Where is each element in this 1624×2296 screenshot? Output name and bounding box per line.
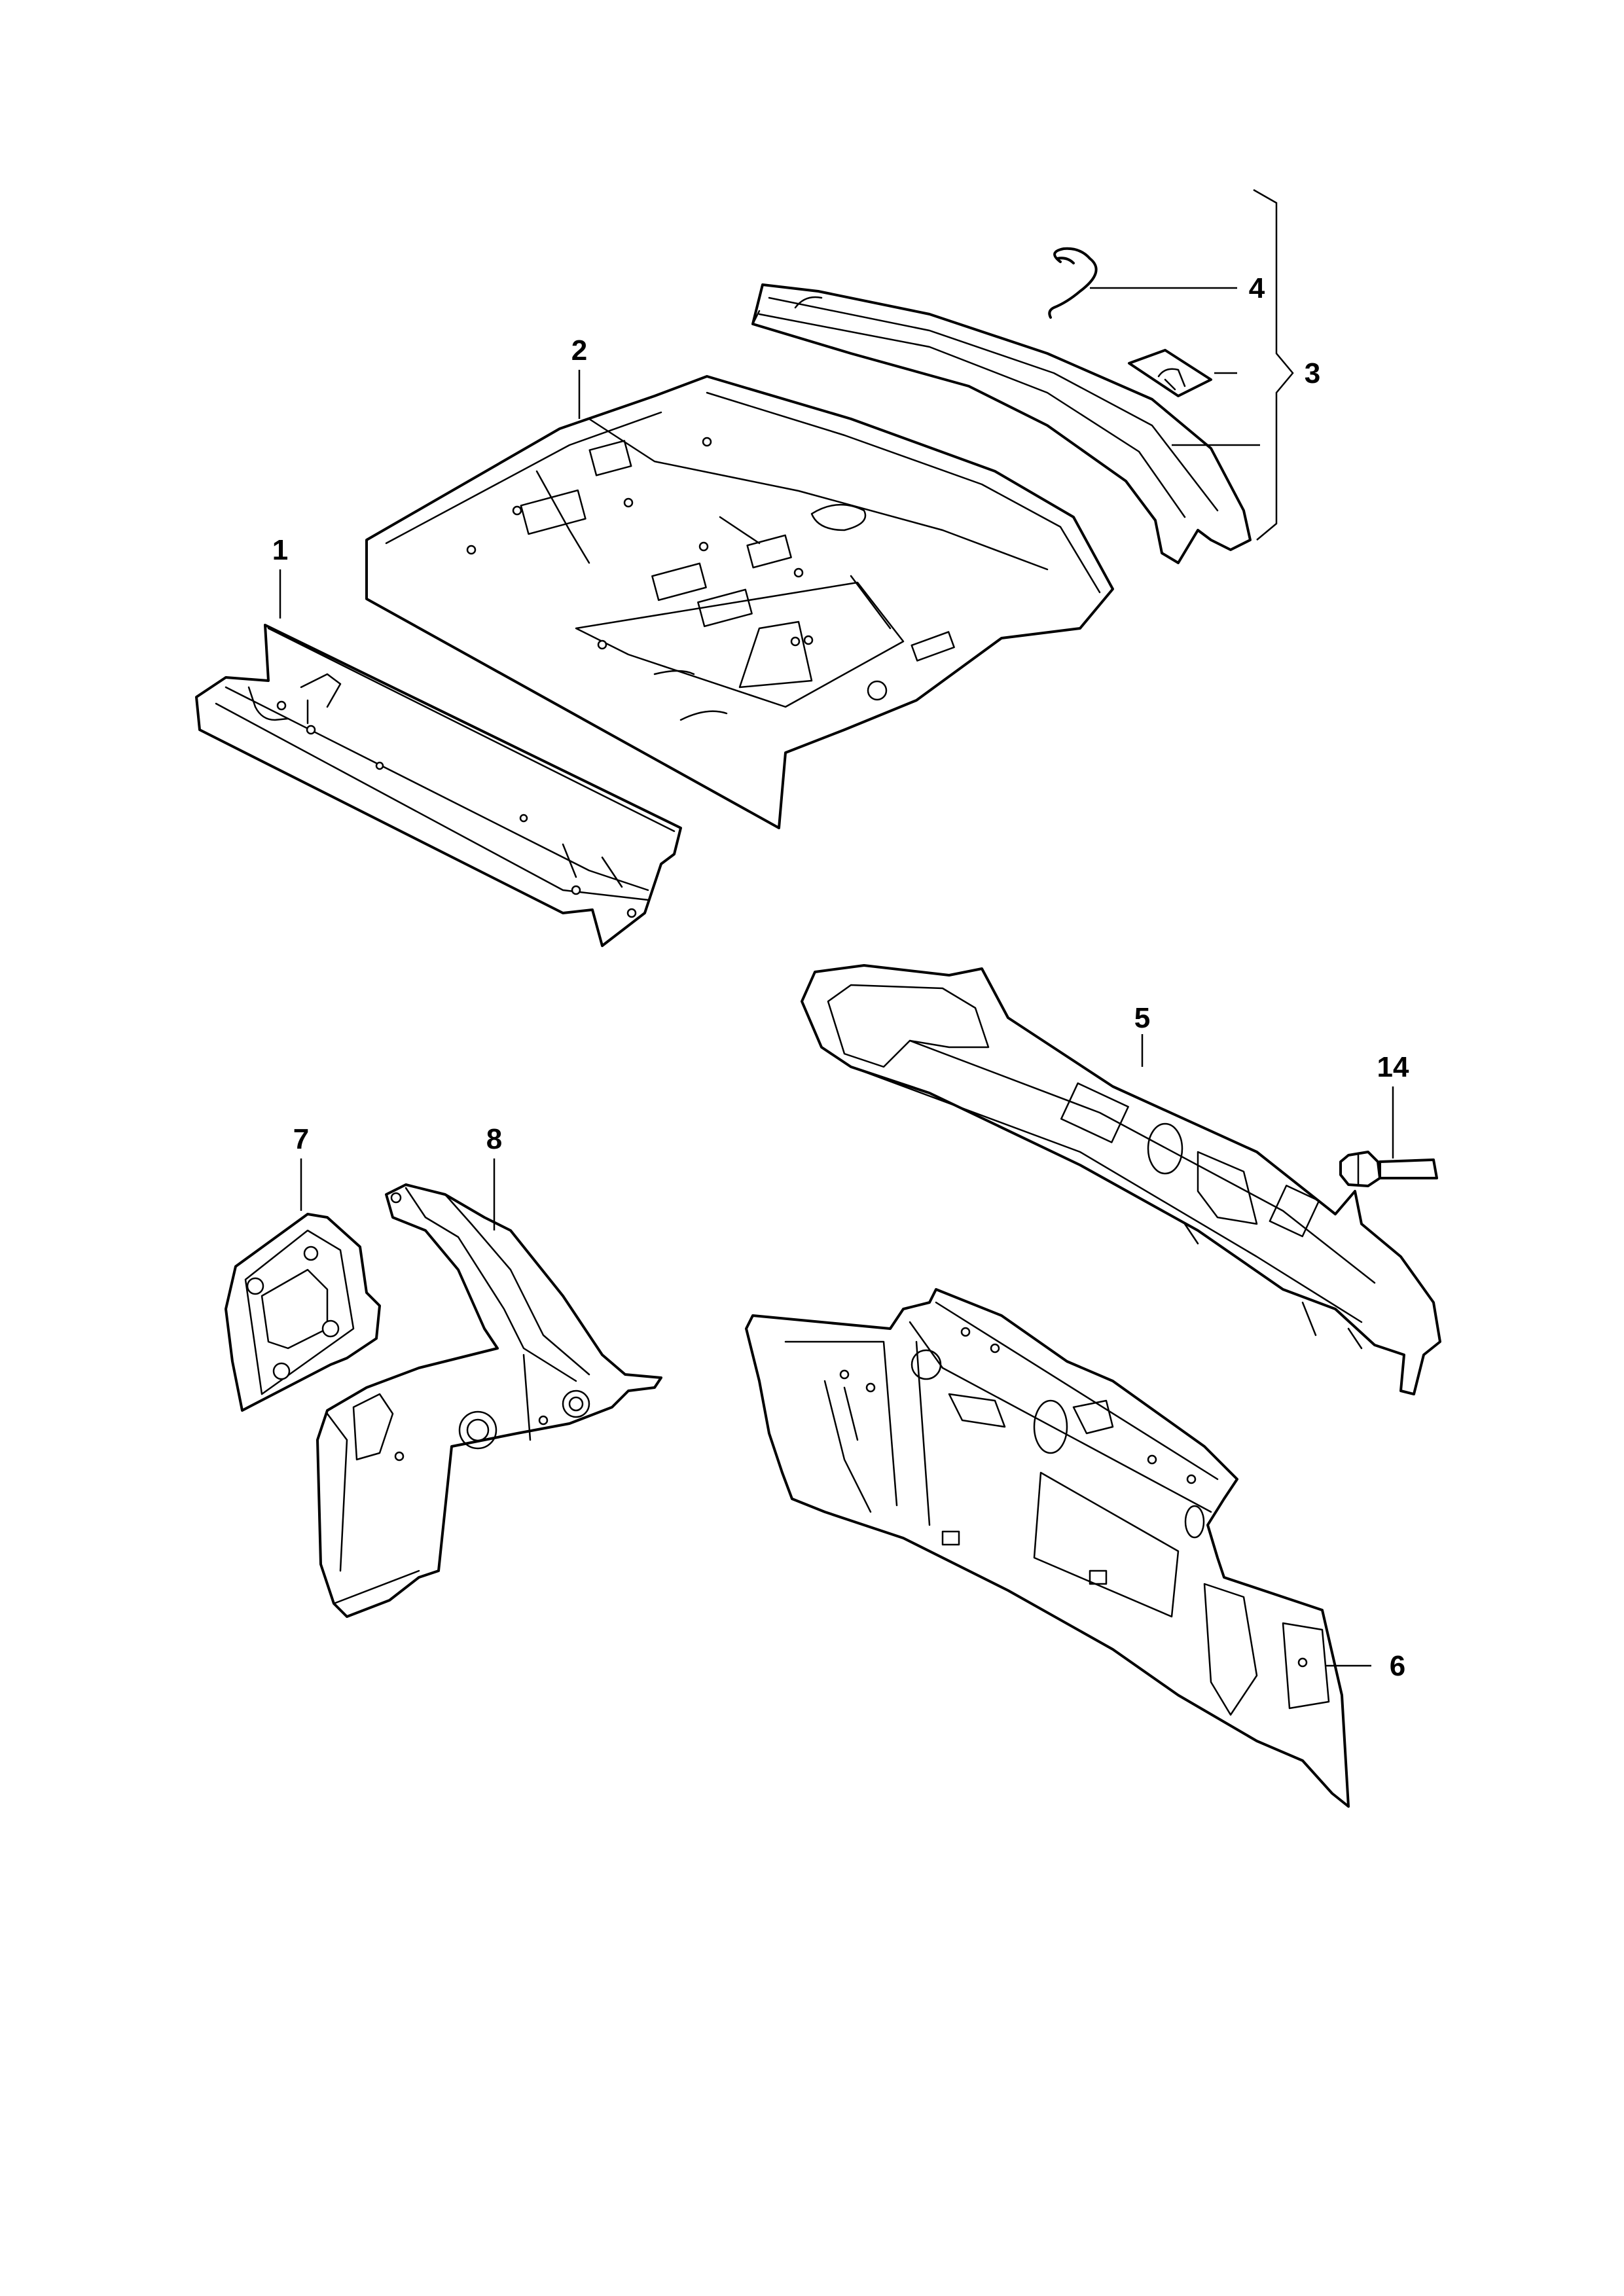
callout-7: 7 [293, 1123, 309, 1155]
part-8-wheelhouse [316, 1158, 662, 1618]
part-4-clip [1048, 247, 1237, 319]
callout-6: 6 [1390, 1650, 1405, 1682]
callout-2: 2 [571, 334, 587, 367]
part-3-bracket-brace [1253, 188, 1294, 541]
part-7-bracket [225, 1158, 381, 1412]
part-2-floor-panel [365, 370, 1114, 829]
part-6-rear-panel [745, 1288, 1371, 1808]
part-5-reinforcement [801, 964, 1441, 1395]
callout-5: 5 [1134, 1002, 1150, 1034]
part-14-bolt [1339, 1086, 1438, 1187]
callout-14: 14 [1377, 1051, 1409, 1083]
callout-1: 1 [272, 534, 288, 566]
callout-8: 8 [486, 1123, 502, 1155]
part-3-rear-header [751, 283, 1252, 564]
callout-4: 4 [1249, 272, 1265, 304]
part-1-cross-member [195, 569, 682, 947]
part-3-bracket [1128, 349, 1260, 446]
callout-3: 3 [1305, 357, 1320, 389]
